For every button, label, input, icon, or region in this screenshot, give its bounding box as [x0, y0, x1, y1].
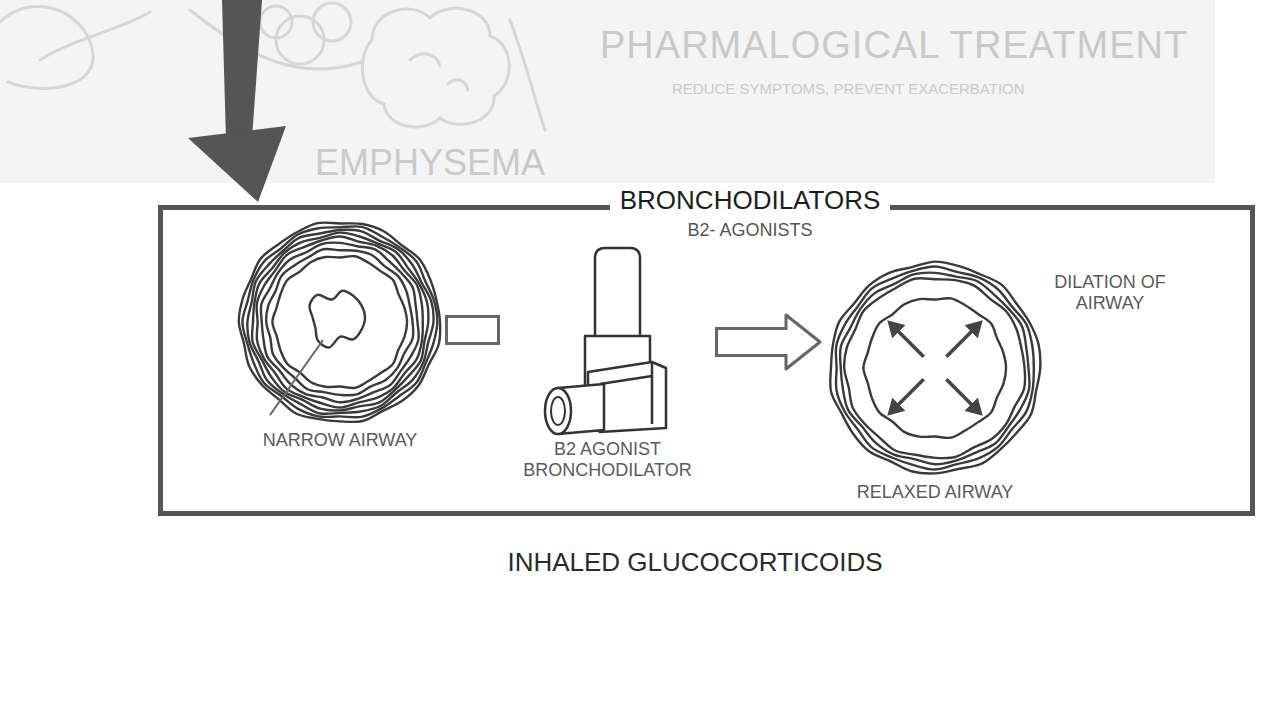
upper-band	[0, 0, 1215, 183]
inhaler-edge	[600, 362, 652, 424]
airway-wall-ring	[257, 237, 423, 408]
arrow-shaft-inner	[718, 330, 789, 354]
group-subheading: B2- AGONISTS	[687, 220, 812, 241]
alveolus-outline	[313, 3, 351, 41]
section-heading: INHALED GLUCOCORTICOIDS	[507, 548, 882, 578]
airway-wall-ring	[247, 230, 433, 414]
narrow-lumen	[310, 291, 365, 348]
relaxed-drawing	[820, 258, 1050, 503]
airway-wall-ring	[239, 223, 440, 422]
annotation: DILATION OF AIRWAY	[1035, 272, 1185, 313]
arrow-shaft	[222, 0, 262, 140]
dilation-arrowhead	[888, 321, 904, 337]
airway-wall-ring	[252, 233, 428, 411]
airway-wall-ring	[830, 262, 1040, 474]
dilation-arrow	[946, 379, 971, 404]
airway-wall-ring	[863, 298, 1006, 438]
figure-label: RELAXED AIRWAY	[820, 482, 1050, 503]
dilation-arrowhead	[888, 399, 904, 415]
lung-lobe-outline	[510, 20, 545, 130]
leader-line	[270, 340, 323, 415]
airway-wall-ring	[844, 278, 1025, 458]
arrow-head	[786, 315, 820, 369]
hollow-arrow	[715, 315, 820, 369]
pointer-arrow	[188, 0, 286, 202]
group-heading: BRONCHODILATORS	[610, 186, 891, 216]
airway-wall-ring	[836, 267, 1034, 470]
airway-wall-ring	[266, 249, 413, 395]
dilation-arrow	[898, 331, 923, 356]
dilation-arrow	[898, 379, 923, 404]
inhaler-figure: B2 AGONIST BRONCHODILATOR	[500, 244, 715, 480]
airway-wall-ring	[261, 243, 419, 403]
faded-heading: EMPHYSEMA	[315, 142, 545, 183]
figure-label: B2 AGONIST BRONCHODILATOR	[500, 439, 715, 480]
airway-wall-ring	[242, 226, 437, 417]
lung-lobe-outline	[0, 6, 93, 88]
arrow-shaft	[445, 315, 500, 345]
alveolus-outline	[260, 6, 292, 38]
mouthpiece-opening	[545, 388, 571, 434]
mouthpiece-opening	[551, 397, 565, 425]
group-box: BRONCHODILATORSB2- AGONISTSNARROW AIRWAY…	[158, 205, 1255, 516]
alveolus-outline	[276, 16, 324, 64]
dilation-arrowhead	[966, 321, 982, 337]
hollow-arrow	[445, 330, 500, 331]
dilation-arrowhead	[966, 399, 982, 415]
dilation-arrow	[946, 331, 971, 356]
figure-label: NARROW AIRWAY	[235, 430, 445, 451]
arrow-head	[188, 126, 286, 202]
title: PHARMALOGICAL TREATMENT	[600, 24, 1188, 68]
faded-lung-sketch	[0, 3, 545, 130]
airway-wall-ring	[840, 273, 1030, 465]
narrow-drawing	[235, 218, 445, 451]
alveolus-detail	[410, 54, 468, 90]
airway-figure: RELAXED AIRWAY	[820, 258, 1050, 503]
faded-subtitle: REDUCE SYMPTOMS, PREVENT EXACERBATION	[672, 80, 1025, 97]
lung-lobe-outline	[40, 12, 150, 60]
arrow-shaft-inner	[448, 318, 497, 342]
airway-wall-ring	[272, 256, 407, 388]
emphysema-alveolus-outline	[362, 8, 509, 127]
airway-figure: NARROW AIRWAY	[235, 218, 445, 451]
